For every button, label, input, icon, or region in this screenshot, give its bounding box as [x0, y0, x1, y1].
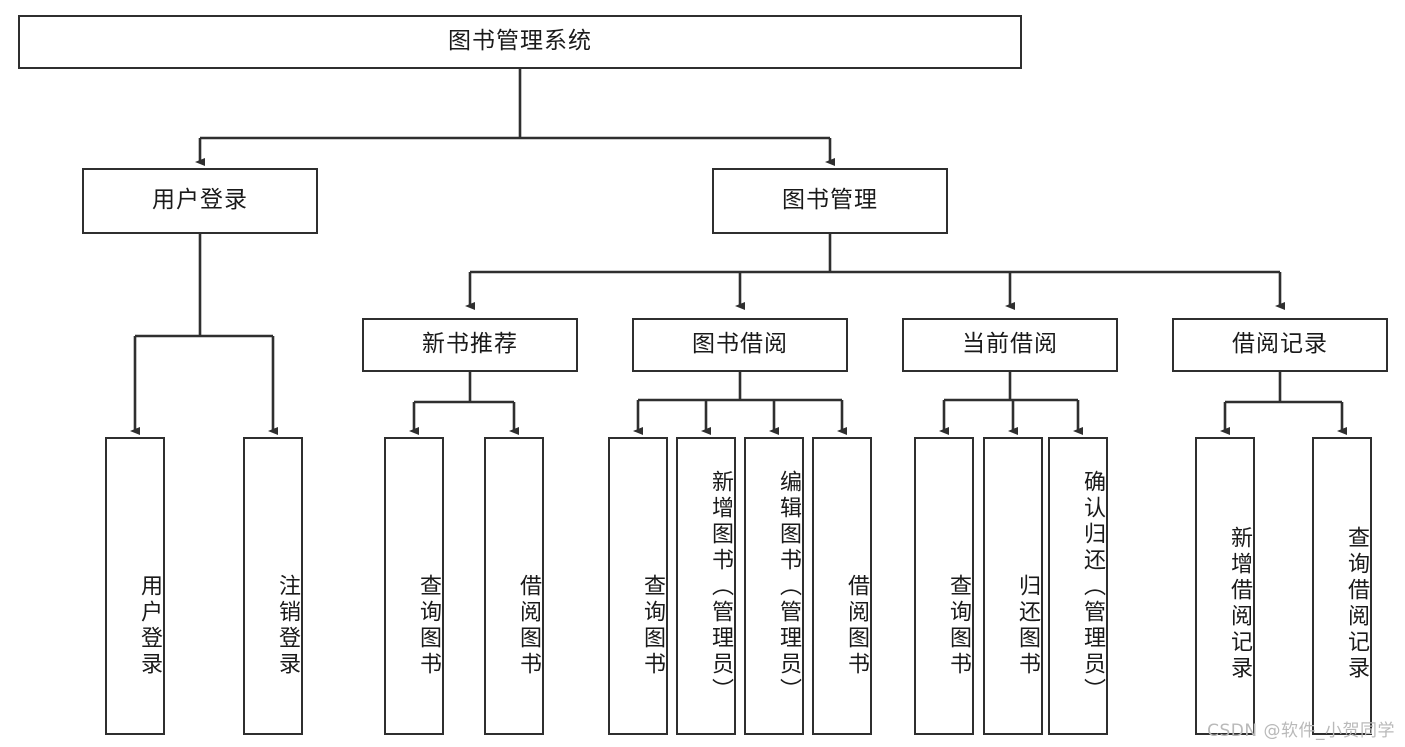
- leaf-logout-login[interactable]: 注销登录: [243, 437, 303, 735]
- leaf-user-login[interactable]: 用户登录: [105, 437, 165, 735]
- node-user-login-label: 用户登录: [152, 187, 248, 214]
- leaf-query-book-2[interactable]: 查询图书: [608, 437, 668, 735]
- leaf-user-login-label: 用户登录: [137, 574, 162, 678]
- node-new-book-rec-label: 新书推荐: [422, 331, 518, 358]
- leaf-edit-book-label: 编辑图书（管理员）: [776, 470, 801, 704]
- node-book-manage[interactable]: 图书管理: [712, 168, 948, 234]
- leaf-confirm-return[interactable]: 确认归还（管理员）: [1048, 437, 1108, 735]
- leaf-add-record-label: 新增借阅记录: [1227, 526, 1252, 682]
- node-borrow-record-label: 借阅记录: [1232, 331, 1328, 358]
- node-book-borrow[interactable]: 图书借阅: [632, 318, 848, 372]
- leaf-query-record[interactable]: 查询借阅记录: [1312, 437, 1372, 735]
- node-book-manage-label: 图书管理: [782, 187, 878, 214]
- watermark-text: CSDN @软件_小贺同学: [1207, 721, 1395, 741]
- leaf-borrow-book-1-label: 借阅图书: [516, 574, 541, 678]
- leaf-borrow-book-1[interactable]: 借阅图书: [484, 437, 544, 735]
- leaf-confirm-return-label: 确认归还（管理员）: [1080, 470, 1105, 704]
- leaf-query-book-2-label: 查询图书: [640, 574, 665, 678]
- leaf-query-book-1[interactable]: 查询图书: [384, 437, 444, 735]
- node-current-borrow-label: 当前借阅: [962, 331, 1058, 358]
- leaf-add-book[interactable]: 新增图书（管理员）: [676, 437, 736, 735]
- leaf-query-book-3[interactable]: 查询图书: [914, 437, 974, 735]
- leaf-edit-book[interactable]: 编辑图书（管理员）: [744, 437, 804, 735]
- leaf-borrow-book-2[interactable]: 借阅图书: [812, 437, 872, 735]
- leaf-query-book-3-label: 查询图书: [946, 574, 971, 678]
- node-book-borrow-label: 图书借阅: [692, 331, 788, 358]
- leaf-return-book[interactable]: 归还图书: [983, 437, 1043, 735]
- node-user-login[interactable]: 用户登录: [82, 168, 318, 234]
- leaf-add-book-label: 新增图书（管理员）: [708, 470, 733, 704]
- leaf-logout-login-label: 注销登录: [275, 574, 300, 678]
- node-current-borrow[interactable]: 当前借阅: [902, 318, 1118, 372]
- leaf-add-record[interactable]: 新增借阅记录: [1195, 437, 1255, 735]
- leaf-return-book-label: 归还图书: [1015, 574, 1040, 678]
- node-new-book-rec[interactable]: 新书推荐: [362, 318, 578, 372]
- node-borrow-record[interactable]: 借阅记录: [1172, 318, 1388, 372]
- leaf-query-record-label: 查询借阅记录: [1344, 526, 1369, 682]
- leaf-query-book-1-label: 查询图书: [416, 574, 441, 678]
- leaf-borrow-book-2-label: 借阅图书: [844, 574, 869, 678]
- node-root-label: 图书管理系统: [448, 28, 592, 55]
- node-root[interactable]: 图书管理系统: [18, 15, 1022, 69]
